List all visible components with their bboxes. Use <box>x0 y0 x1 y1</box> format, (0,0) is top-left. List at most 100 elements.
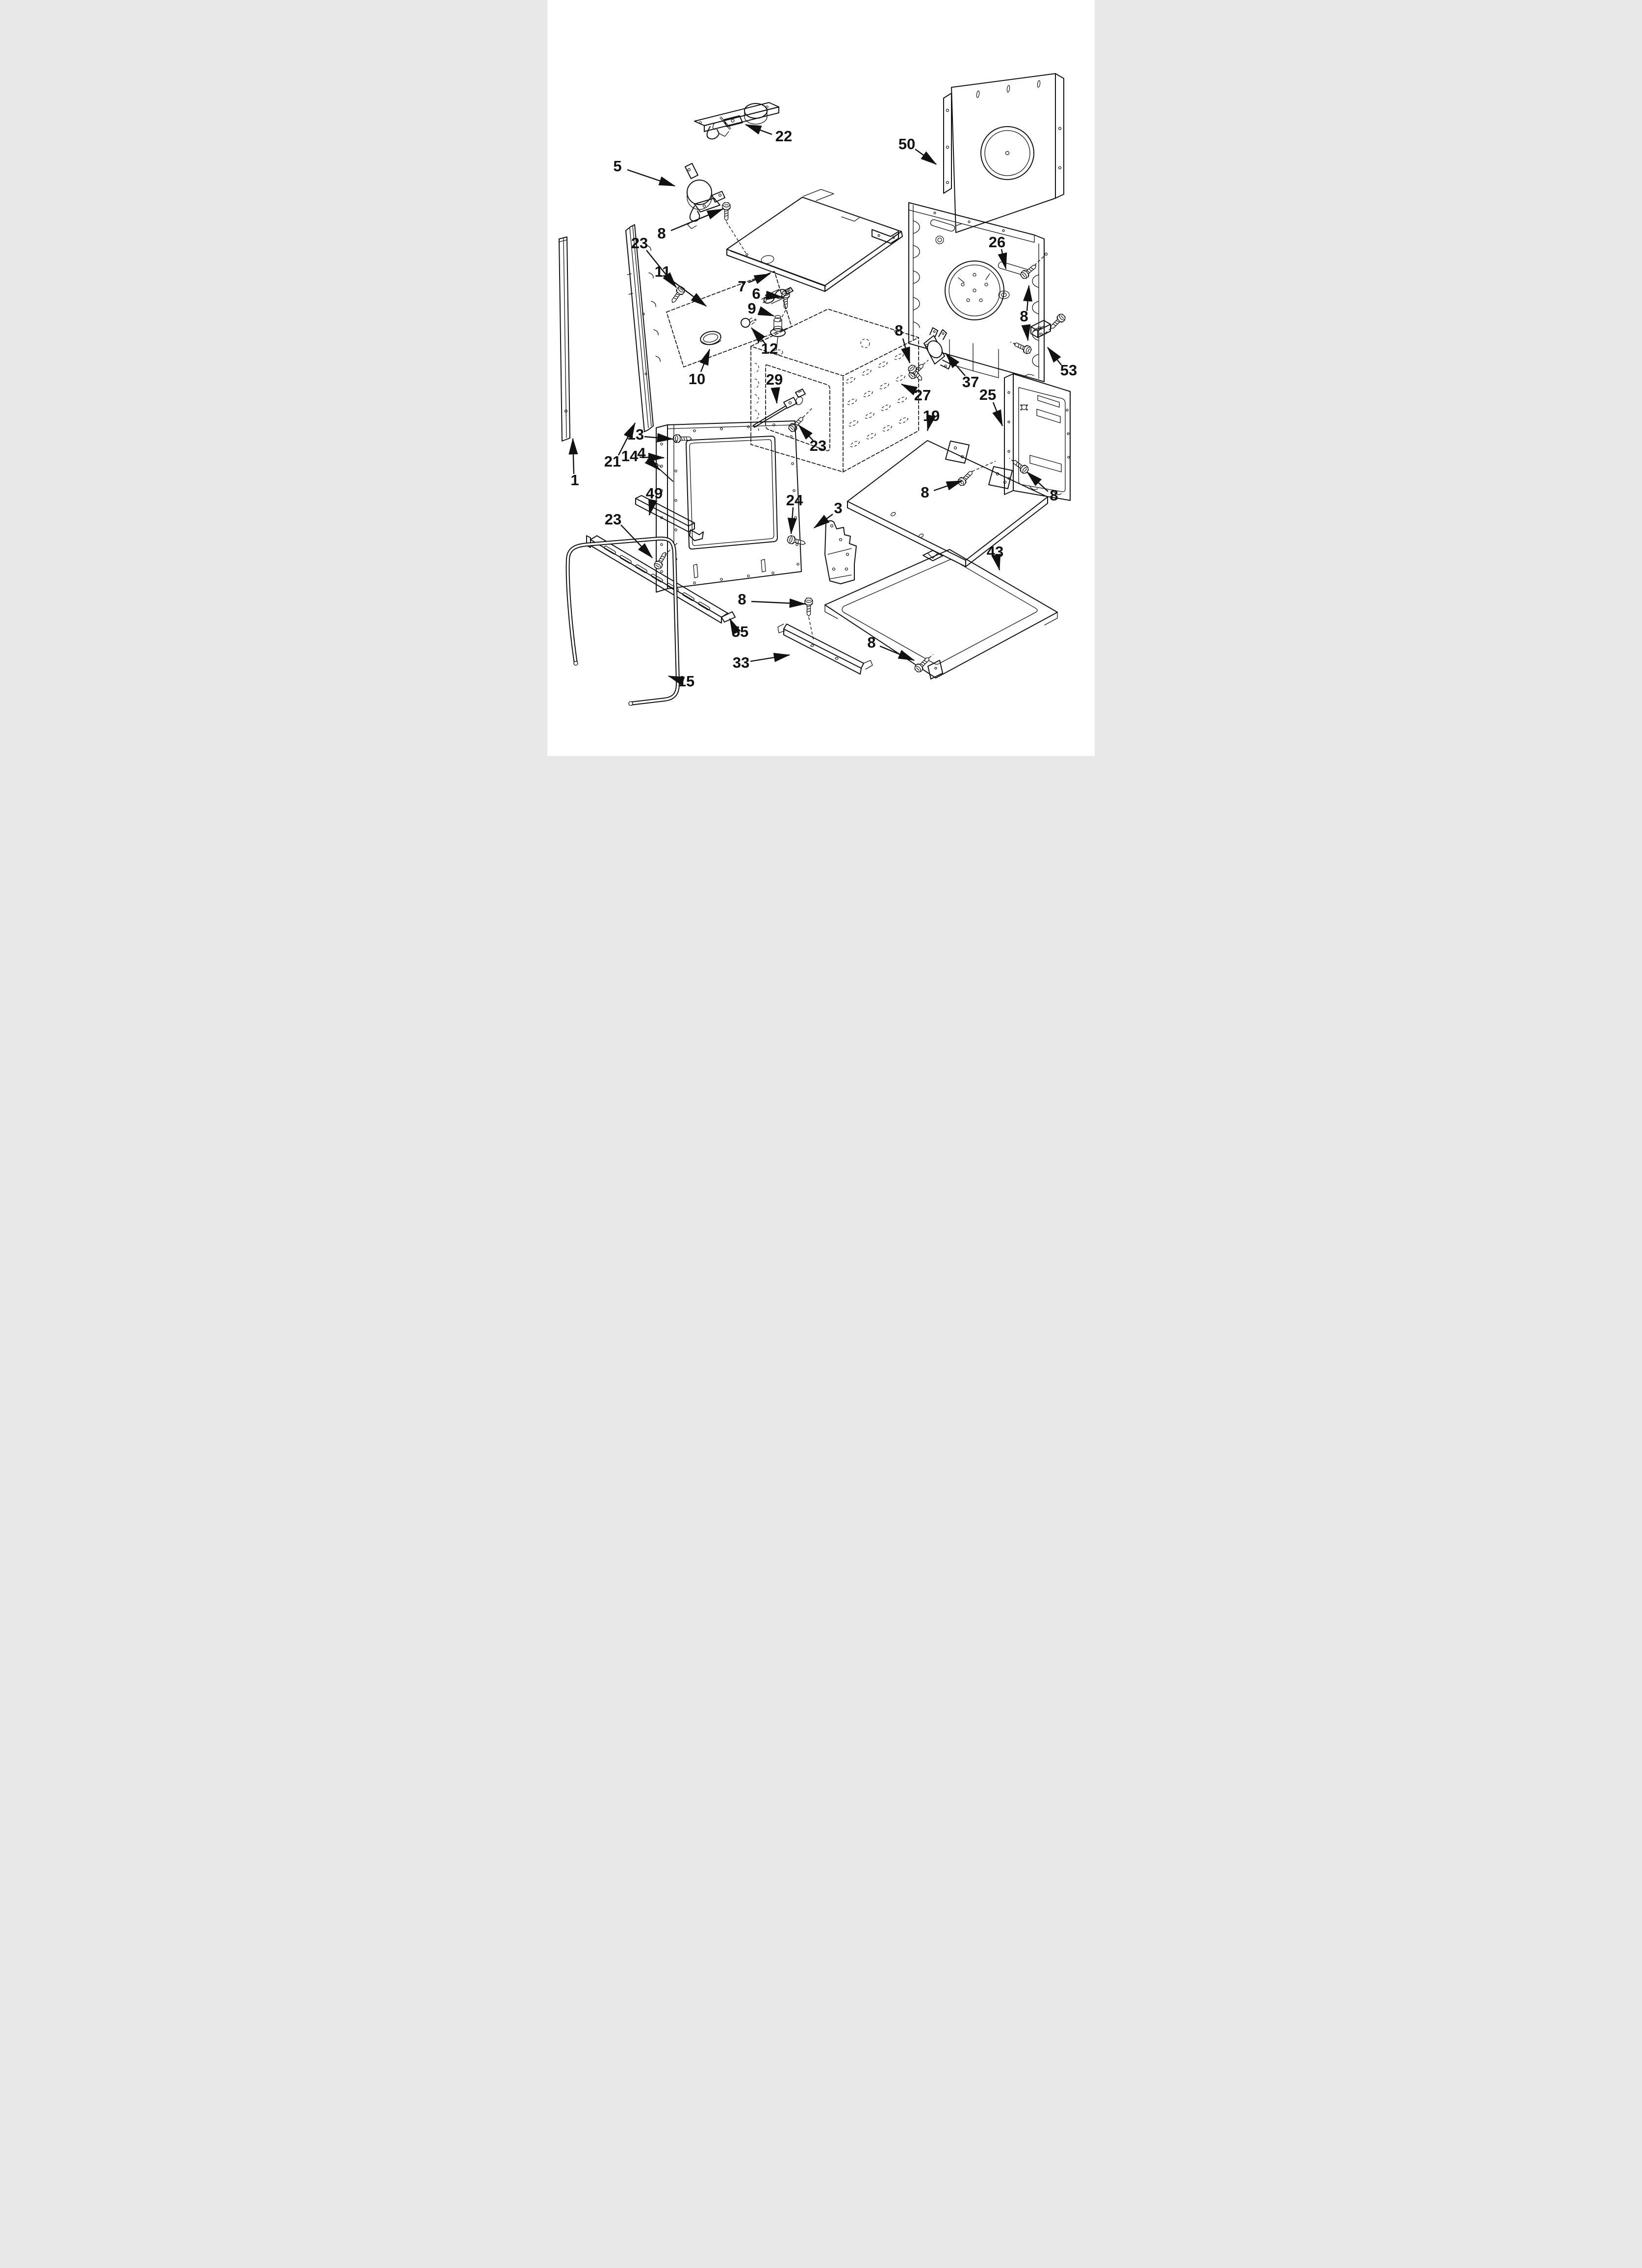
part-number-label: 4 <box>637 444 646 462</box>
part-number-label: 5 <box>613 157 621 175</box>
part-number-label: 14 <box>621 447 639 465</box>
callout-arrow <box>751 599 806 608</box>
part-55-vent-trim <box>587 536 735 623</box>
callout-5: 5 <box>613 157 676 186</box>
callout-23: 23 <box>631 235 676 288</box>
callout-arrow <box>618 422 635 455</box>
callout-arrow <box>1026 471 1048 492</box>
part-number-label: 1 <box>570 471 579 489</box>
part-number-label: 29 <box>766 371 783 388</box>
part-43-bottom-pan <box>825 549 1057 679</box>
screw-23-lower <box>652 542 679 571</box>
part-19-shelf <box>847 441 1048 567</box>
part-number-label: 37 <box>962 373 979 391</box>
callout-arrow <box>667 676 685 686</box>
part-15-door-gasket <box>568 539 678 705</box>
callout-10: 10 <box>689 348 710 388</box>
callout-27: 27 <box>900 384 931 404</box>
callout-8: 8 <box>657 209 724 242</box>
callout-8: 8 <box>895 322 910 364</box>
part-number-label: 23 <box>605 511 621 528</box>
callout-arrow <box>998 249 1007 270</box>
callout-arrow <box>915 149 937 164</box>
callout-arrow <box>765 290 783 300</box>
part-50-rear-panel <box>944 74 1064 233</box>
screw-13 <box>673 434 692 443</box>
callout-arrow <box>744 125 772 134</box>
callout-1: 1 <box>568 438 579 489</box>
callout-12: 12 <box>751 327 778 357</box>
part-53-bracket <box>1031 312 1067 338</box>
part-3-hinge-bracket <box>825 521 856 584</box>
callout-3: 3 <box>813 499 843 528</box>
callout-8: 8 <box>1020 285 1033 341</box>
callout-arrow <box>648 498 658 516</box>
callout-55: 55 <box>730 618 748 640</box>
part-number-label: 8 <box>1050 487 1058 504</box>
part-number-label: 49 <box>646 485 663 502</box>
part-number-label: 8 <box>738 591 746 608</box>
part-21-side-trim <box>626 225 660 432</box>
part-14-door-frame <box>656 421 801 592</box>
callout-arrow <box>699 348 710 372</box>
callout-19: 19 <box>923 407 940 432</box>
part-number-label: 11 <box>655 263 671 280</box>
part-9-vent-grommet <box>770 315 785 350</box>
part-7-top-panel <box>727 189 902 291</box>
callout-arrow <box>730 618 741 635</box>
callout-arrow <box>621 525 653 559</box>
callout-21: 21 <box>604 422 635 470</box>
part-number-label: 26 <box>989 234 1005 251</box>
callout-9: 9 <box>747 300 775 317</box>
callout-arrow <box>640 452 665 462</box>
part-number-label: 8 <box>1020 308 1028 325</box>
callout-24: 24 <box>786 492 803 535</box>
part-number-label: 23 <box>810 437 826 454</box>
part-10-lens <box>699 330 722 346</box>
callout-arrow <box>751 327 765 343</box>
callout-8: 8 <box>867 634 915 660</box>
callout-arrow <box>770 387 780 404</box>
callout-arrow <box>671 209 724 231</box>
callout-arrow <box>646 250 676 288</box>
callout-23: 23 <box>605 511 653 559</box>
part-number-label: 27 <box>914 387 931 404</box>
part-number-label: 25 <box>979 386 996 403</box>
callout-arrow <box>991 553 1001 571</box>
callout-arrow <box>934 481 963 491</box>
callout-arrow <box>1023 285 1033 311</box>
part-number-label: 21 <box>604 453 621 470</box>
part-number-label: 7 <box>738 278 746 295</box>
part-number-label: 10 <box>689 370 705 388</box>
part-33-bottom-channel <box>778 598 872 674</box>
part-number-label: 6 <box>752 285 760 302</box>
cavity-side-vents <box>845 352 909 448</box>
part-number-label: 23 <box>631 235 648 252</box>
part-49-support-bar <box>636 495 703 541</box>
callout-14: 14 <box>621 447 665 465</box>
screw-23-upper <box>668 285 687 305</box>
part-22-latch-motor-assembly <box>694 103 779 139</box>
part-number-label: 33 <box>733 654 749 671</box>
part-number-label: 8 <box>867 634 875 651</box>
part-12-bulb <box>741 318 756 327</box>
callout-arrow <box>669 279 707 306</box>
part-number-label: 24 <box>786 492 803 509</box>
callout-29: 29 <box>766 371 783 404</box>
part-number-label: 22 <box>775 128 792 145</box>
screw-8-back-panel-top <box>1019 253 1047 281</box>
part-25-side-panel <box>1004 374 1070 500</box>
callout-23: 23 <box>798 424 826 454</box>
part-number-label: 3 <box>834 499 842 517</box>
callout-25: 25 <box>979 386 1002 427</box>
callout-arrow <box>926 414 936 432</box>
callout-arrow <box>945 352 965 376</box>
part-1-side-trim-strip <box>559 237 570 441</box>
callout-arrow <box>627 170 676 186</box>
callout-arrow <box>787 507 797 535</box>
part-number-label: 8 <box>895 322 903 339</box>
callout-43: 43 <box>987 543 1003 571</box>
callout-11: 11 <box>655 263 707 306</box>
part-37-thermostat <box>907 328 950 381</box>
